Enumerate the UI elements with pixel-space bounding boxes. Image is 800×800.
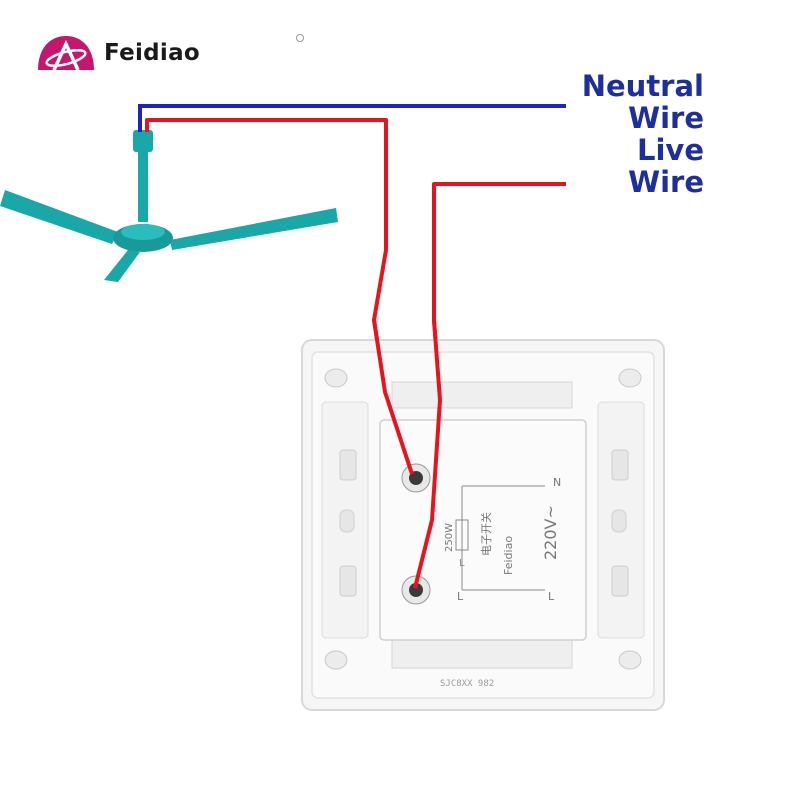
live-wire-label-1: Live	[637, 133, 704, 167]
terminal-n-label: N	[553, 476, 561, 489]
ceiling-fan-icon	[0, 130, 338, 282]
wire-legend: Neutral Wire Live Wire	[582, 70, 704, 198]
terminal-l-right-label: L	[548, 590, 555, 603]
switch-backplate	[301, 339, 665, 711]
neutral-wire	[138, 104, 566, 132]
maker-label: Feidiao	[502, 536, 515, 575]
power-rating-label: 250W	[444, 523, 455, 552]
terminal-l-top-label: L	[457, 590, 464, 603]
feidiao-logo-icon	[38, 36, 94, 71]
neutral-wire-label-2: Wire	[628, 101, 704, 135]
live-wire-label-2: Wire	[628, 165, 704, 199]
voltage-label: 220V~	[541, 505, 560, 560]
neutral-wire-label-1: Neutral	[581, 69, 704, 103]
terminal-l-bottom-label: L	[459, 558, 465, 569]
registered-mark-icon	[296, 34, 304, 42]
brand: Feidiao	[36, 34, 200, 72]
model-label: SJC8XX 982	[440, 679, 494, 689]
switch-type-label: 电子开关	[479, 512, 493, 556]
brand-name: Feidiao	[104, 40, 201, 66]
